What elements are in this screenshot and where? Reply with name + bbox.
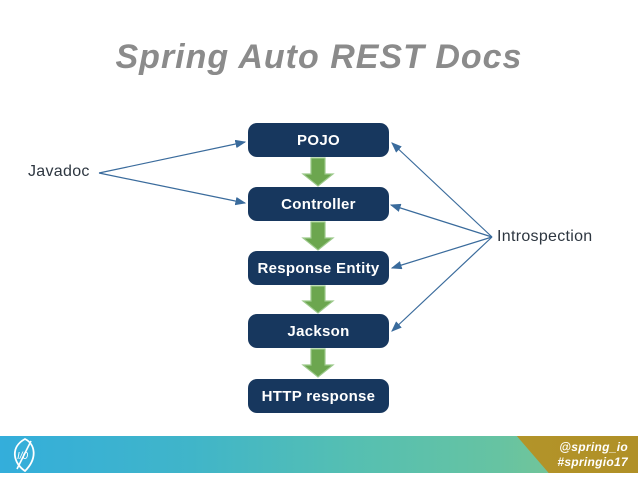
javadoc-connector-lines [98, 139, 247, 206]
footer-bar: I/0 @spring_io #springio17 [0, 436, 638, 473]
logo-text: I/0 [17, 451, 29, 462]
flow-node-response-entity: Response Entity [248, 251, 389, 285]
introspection-label: Introspection [497, 228, 593, 245]
flow-node-http-response: HTTP response [248, 379, 389, 413]
arrow-down-icon [301, 157, 335, 187]
arrow-down-icon [301, 221, 335, 251]
footer-gold-ribbon [516, 436, 638, 473]
arrow-down-icon [301, 348, 335, 378]
twitter-handle: @spring_io [559, 440, 628, 454]
flow-node-controller: Controller [248, 187, 389, 221]
footer-social: @spring_io #springio17 [557, 440, 628, 470]
flow-node-pojo: POJO [248, 123, 389, 157]
spring-io-logo-icon: I/0 [13, 438, 35, 472]
flow-node-jackson: Jackson [248, 314, 389, 348]
introspection-connector-lines [389, 142, 493, 332]
event-hashtag: #springio17 [557, 455, 628, 469]
page-title: Spring Auto REST Docs [115, 38, 523, 76]
javadoc-label: Javadoc [28, 163, 90, 180]
arrow-down-icon [301, 285, 335, 314]
